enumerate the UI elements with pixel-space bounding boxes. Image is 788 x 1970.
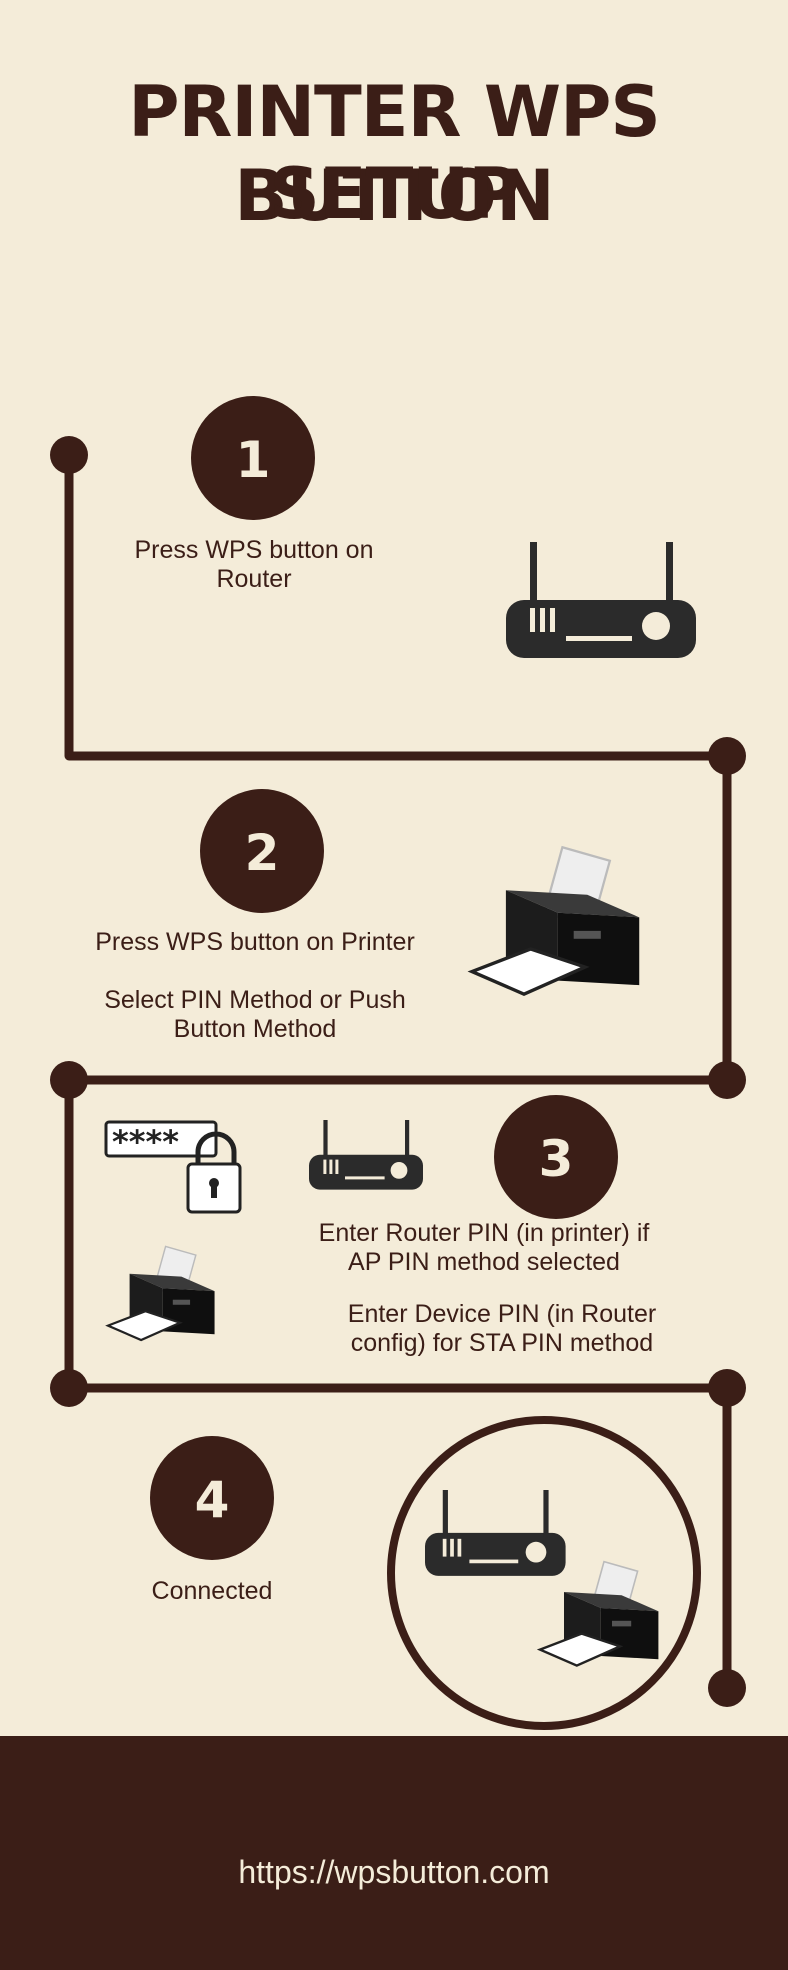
step-4-text: Connected [151, 1577, 273, 1605]
step-1-badge: 1 [191, 396, 315, 520]
printer-icon-small [106, 1245, 216, 1342]
page-title-line-2: SETUP [269, 153, 519, 235]
step-4-badge: 4 [150, 1436, 274, 1560]
connected-ring [387, 1416, 701, 1730]
step-3-text: Enter Router PIN (in printer) if AP PIN … [318, 1219, 650, 1276]
step-3-text-secondary: Enter Device PIN (in Router config) for … [347, 1300, 657, 1357]
printer-icon [470, 845, 641, 996]
connector-path [64, 455, 732, 1688]
step-1-text: Press WPS button on Router [134, 536, 374, 593]
footer-url-link[interactable]: https://wpsbutton.com [238, 1854, 550, 1890]
printer-icon-connected [538, 1560, 660, 1667]
connector-nodes [50, 436, 746, 1707]
flow-diagram: 1 2 3 4 **** [50, 396, 746, 1730]
step-2-badge: 2 [200, 789, 324, 913]
svg-text:****: **** [112, 1123, 179, 1161]
svg-text:2: 2 [245, 824, 280, 882]
step-3-badge: 3 [494, 1095, 618, 1219]
router-icon-small [309, 1120, 423, 1190]
router-icon [506, 542, 696, 658]
page-title-line-1: PRINTER WPS BUTTON [128, 71, 661, 237]
step-2-text-secondary: Select PIN Method or Push Button Method [104, 986, 406, 1043]
svg-text:1: 1 [236, 431, 271, 489]
password-field-icon: **** [104, 1120, 218, 1161]
padlock-icon [186, 1131, 242, 1214]
step-2-text: Press WPS button on Printer [95, 928, 415, 956]
footer-bar [0, 1736, 788, 1970]
svg-text:3: 3 [539, 1130, 574, 1188]
router-icon-connected [425, 1490, 566, 1576]
svg-text:4: 4 [195, 1471, 230, 1529]
